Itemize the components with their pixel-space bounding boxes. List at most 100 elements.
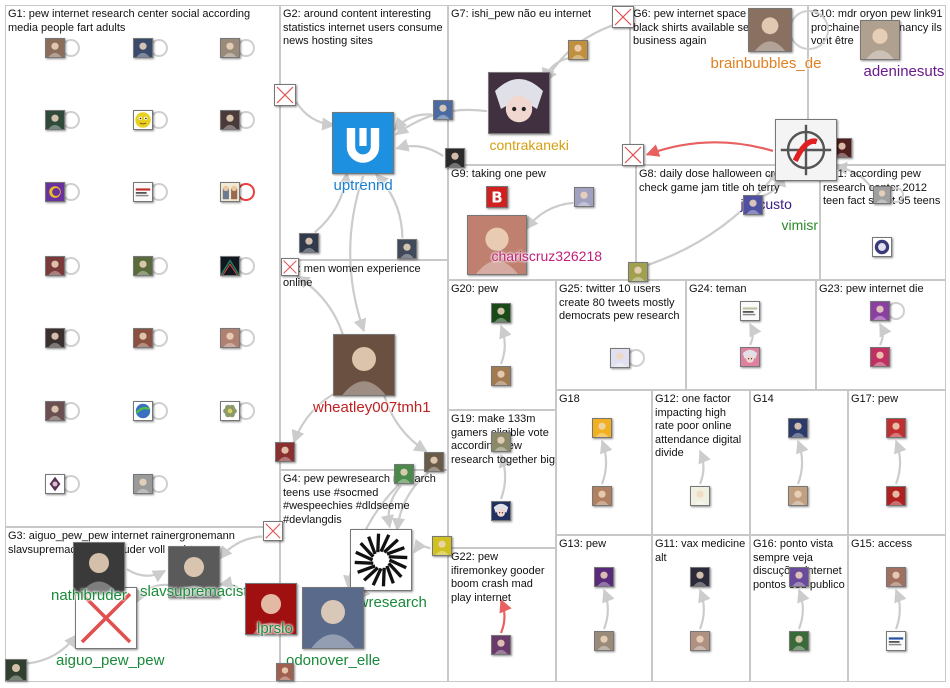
node-g16-b[interactable] — [789, 631, 809, 651]
edge-g2_d-to-g2_u — [375, 173, 404, 238]
node-g4-a[interactable] — [302, 587, 364, 649]
node-g1-7[interactable] — [133, 182, 153, 202]
node-g1-10[interactable] — [133, 256, 153, 276]
missing-image-icon — [623, 145, 643, 165]
node-g17-b[interactable] — [886, 486, 906, 506]
node-g3-b[interactable] — [168, 546, 220, 598]
avatar — [46, 257, 64, 275]
group-cell-g15 — [848, 535, 946, 682]
node-g2-u[interactable] — [332, 112, 394, 174]
avatar — [246, 584, 296, 634]
node-g24-a[interactable] — [740, 301, 760, 321]
node-g1-9[interactable] — [45, 256, 65, 276]
node-g11-b[interactable] — [690, 631, 710, 651]
node-g7-x[interactable] — [612, 6, 634, 28]
node-g1-0[interactable] — [45, 38, 65, 58]
node-g3-d[interactable] — [5, 659, 27, 681]
avatar — [433, 537, 451, 555]
node-g4-e[interactable] — [276, 663, 294, 681]
node-g20-b[interactable] — [491, 366, 511, 386]
avatar — [398, 240, 416, 258]
node-g25-a[interactable] — [610, 348, 630, 368]
node-g1-15[interactable] — [45, 401, 65, 421]
node-g14-a[interactable] — [788, 418, 808, 438]
node-g18-a[interactable] — [592, 418, 612, 438]
avatar — [276, 443, 294, 461]
node-g16-a[interactable] — [789, 567, 809, 587]
edge-g15_b-to-g15_a — [894, 588, 907, 630]
node-g1-19[interactable] — [133, 474, 153, 494]
node-g19-b[interactable] — [491, 501, 511, 521]
node-g1-17[interactable] — [220, 401, 240, 421]
node-g7-a[interactable] — [568, 40, 588, 60]
node-g8-a[interactable] — [743, 195, 763, 215]
node-g1-2[interactable] — [220, 38, 240, 58]
node-g6-x[interactable] — [622, 144, 644, 166]
node-g2-b[interactable] — [445, 148, 465, 168]
avatar — [169, 547, 219, 597]
spiral-logo-icon — [351, 530, 411, 590]
node-g2-c[interactable] — [299, 233, 319, 253]
avatar — [790, 568, 808, 586]
node-g18-b[interactable] — [592, 486, 612, 506]
node-g11-a[interactable] — [690, 567, 710, 587]
node-g17-a[interactable] — [886, 418, 906, 438]
node-g1-14[interactable] — [220, 328, 240, 348]
node-g21-b[interactable] — [872, 237, 892, 257]
node-g12-a[interactable] — [690, 486, 710, 506]
node-g1-13[interactable] — [133, 328, 153, 348]
node-g6-main[interactable] — [748, 8, 792, 52]
edge-g24_b-to-g24_a — [749, 322, 762, 346]
node-g2-x[interactable] — [274, 84, 296, 106]
avatar — [134, 257, 152, 275]
avatar — [874, 187, 890, 203]
node-g1-8[interactable] — [220, 182, 240, 202]
node-g5-main[interactable] — [333, 334, 395, 396]
node-g14-b[interactable] — [788, 486, 808, 506]
node-g1-11[interactable] — [220, 256, 240, 276]
node-g4-main[interactable] — [350, 529, 412, 591]
node-g15-b[interactable] — [886, 631, 906, 651]
node-g19-a[interactable] — [491, 432, 511, 452]
node-g1-16[interactable] — [133, 401, 153, 421]
node-g4-b[interactable] — [394, 464, 414, 484]
node-g20-a[interactable] — [491, 303, 511, 323]
node-g23-a[interactable] — [870, 301, 890, 321]
group-cell-g6 — [630, 5, 808, 165]
node-g1-12[interactable] — [45, 328, 65, 348]
node-g9-main[interactable] — [467, 215, 527, 275]
node-g15-a[interactable] — [886, 567, 906, 587]
node-g9-a[interactable] — [574, 187, 594, 207]
node-g13-b[interactable] — [594, 631, 614, 651]
emoji-face-icon — [134, 111, 152, 129]
node-g8-b[interactable] — [628, 262, 648, 282]
node-g5-x[interactable] — [281, 258, 299, 276]
node-g1-1[interactable] — [133, 38, 153, 58]
node-g3-x[interactable] — [263, 521, 283, 541]
node-g3-c[interactable] — [245, 583, 297, 635]
node-g21-a[interactable] — [873, 186, 891, 204]
node-g23-b[interactable] — [870, 347, 890, 367]
node-g2-d[interactable] — [397, 239, 417, 259]
node-g2-a[interactable] — [433, 100, 453, 120]
node-g3-a[interactable] — [73, 542, 125, 594]
node-g4-c[interactable] — [424, 452, 444, 472]
node-g13-a[interactable] — [594, 567, 614, 587]
node-g9-b[interactable]: B — [486, 186, 508, 208]
node-g22-a[interactable] — [491, 635, 511, 655]
node-g1-6[interactable] — [45, 182, 65, 202]
node-g7-main[interactable] — [488, 72, 550, 134]
node-g1-3[interactable] — [45, 110, 65, 130]
node-g1-4[interactable] — [133, 110, 153, 130]
edge-g8_main-to-g6_x — [645, 141, 774, 157]
node-g1-5[interactable] — [220, 110, 240, 130]
node-g4-d[interactable] — [432, 536, 452, 556]
node-g5-a[interactable] — [275, 442, 295, 462]
node-g3-main[interactable] — [75, 587, 137, 649]
group-cell-g10 — [808, 5, 946, 165]
node-g10-main[interactable] — [860, 20, 900, 60]
group-cell-g11 — [652, 535, 750, 682]
node-g8-main[interactable] — [775, 119, 837, 181]
node-g1-18[interactable] — [45, 474, 65, 494]
node-g24-b[interactable] — [740, 347, 760, 367]
